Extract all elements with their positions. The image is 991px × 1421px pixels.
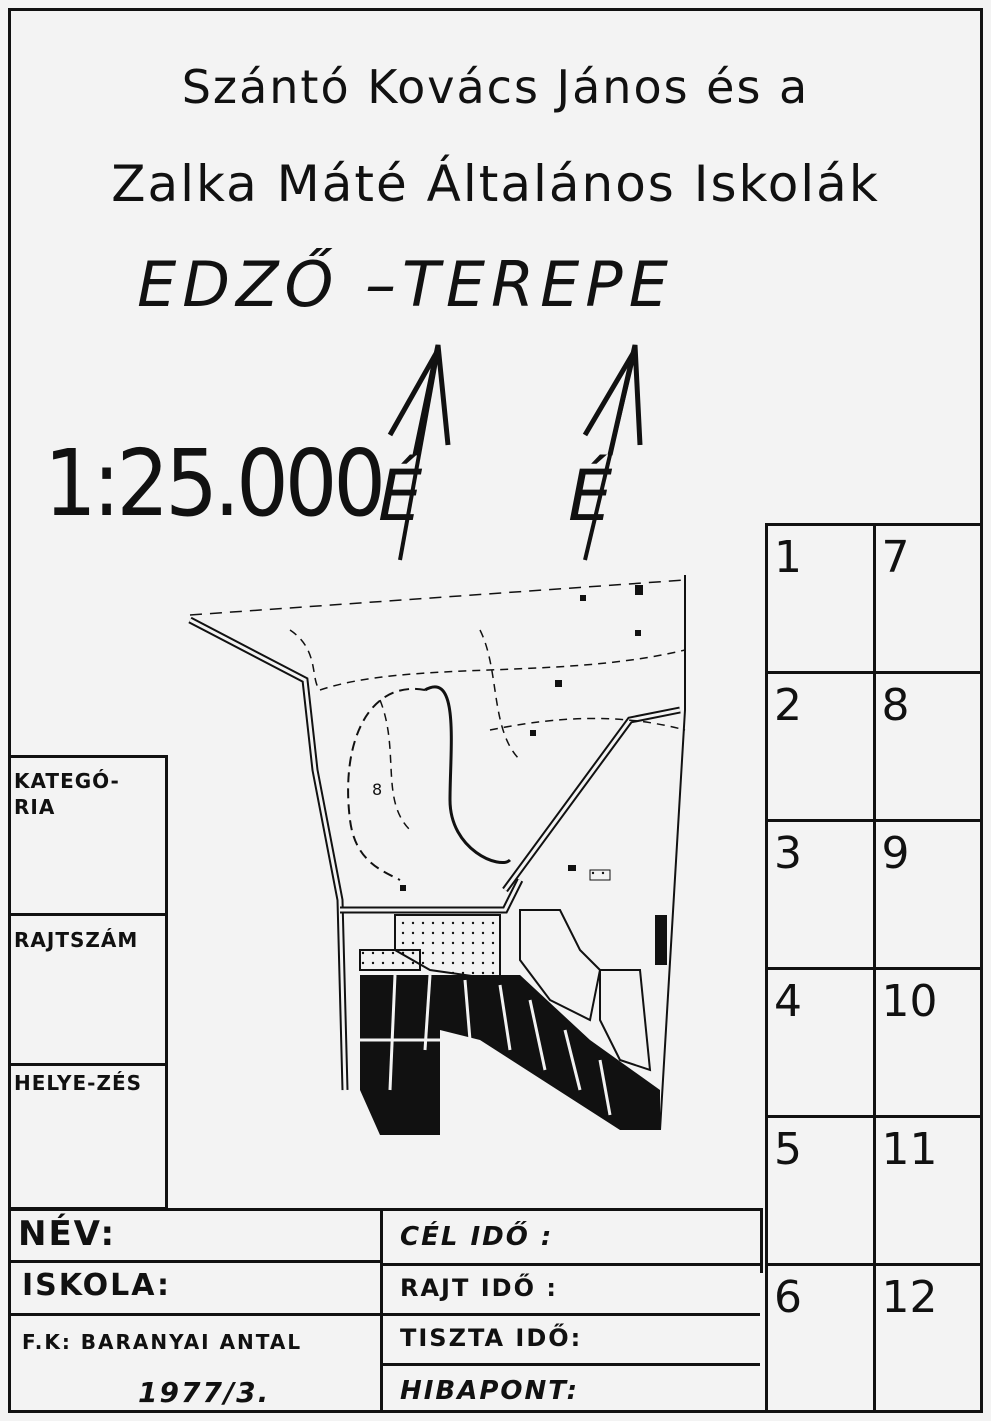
north-label: É: [378, 455, 423, 537]
participant-info-box: KATEGÓ-RIA RAJTSZÁM HELYE-ZÉS: [8, 755, 168, 1210]
school-field-label[interactable]: ISKOLA:: [22, 1268, 172, 1303]
checkpoint-box[interactable]: 5: [765, 1115, 876, 1266]
svg-text:8: 8: [372, 780, 382, 799]
north-label: É: [568, 455, 613, 537]
checkpoint-box[interactable]: 3: [765, 819, 876, 970]
checkpoint-box[interactable]: 11: [872, 1115, 983, 1266]
checkpoint-box[interactable]: 9: [872, 819, 983, 970]
organizer-text: F.K: BARANYAI ANTAL: [22, 1330, 303, 1354]
checkpoint-box[interactable]: 6: [765, 1263, 876, 1413]
checkpoint-box[interactable]: 7: [872, 523, 983, 674]
penalty-label[interactable]: HIBAPONT:: [400, 1376, 580, 1406]
name-field-label[interactable]: NÉV:: [18, 1214, 117, 1254]
header-line-1: Szántó Kovács János és a: [181, 60, 810, 114]
checkpoint-box[interactable]: 1: [765, 523, 876, 674]
map-scale: 1:25.000: [44, 430, 386, 537]
placement-label: HELYE-ZÉS: [14, 1071, 143, 1095]
checkpoint-grid: 1 7 2 8 3 9 4 10 5 11 6 12: [765, 523, 983, 1413]
north-arrow-icon: É: [568, 344, 643, 561]
checkpoint-box[interactable]: 4: [765, 967, 876, 1118]
start-number-label: RAJTSZÁM: [14, 928, 139, 952]
net-time-label[interactable]: TISZTA IDŐ:: [400, 1324, 583, 1352]
header-title: EDZŐ –TEREPE: [137, 248, 674, 321]
category-label: KATEGÓ-RIA: [14, 769, 120, 819]
target-time-label[interactable]: CÉL IDŐ :: [400, 1222, 554, 1252]
checkpoint-box[interactable]: 8: [872, 671, 983, 822]
header-line-2: Zalka Máté Általános Iskolák: [111, 155, 880, 213]
orienteering-map[interactable]: 8: [180, 570, 700, 1145]
checkpoint-box[interactable]: 10: [872, 967, 983, 1118]
date-text: 1977/3.: [138, 1376, 271, 1409]
sheet-border: [8, 8, 983, 1413]
checkpoint-box[interactable]: 12: [872, 1263, 983, 1413]
result-form: NÉV: ISKOLA: F.K: BARANYAI ANTAL 1977/3.…: [8, 1208, 983, 1413]
north-arrow-icon: É: [378, 344, 451, 561]
start-time-label[interactable]: RAJT IDŐ :: [400, 1274, 558, 1302]
checkpoint-box[interactable]: 2: [765, 671, 876, 822]
